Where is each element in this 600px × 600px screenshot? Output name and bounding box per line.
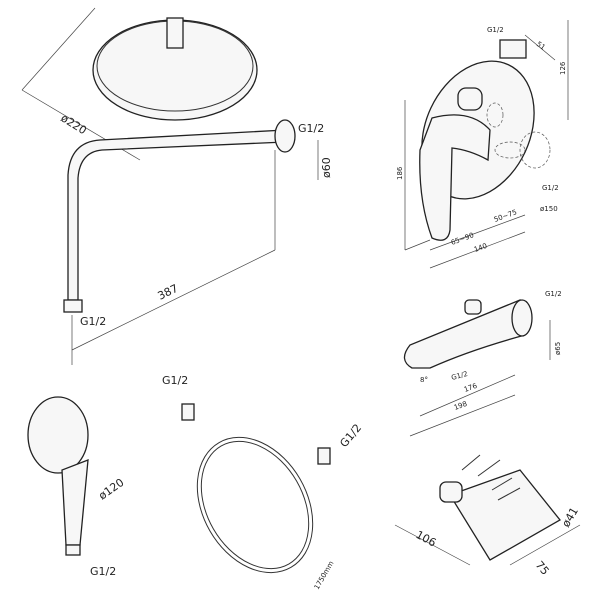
mixer-height-label: 186 bbox=[396, 166, 404, 180]
hose-top-thread-label: G1/2 bbox=[162, 374, 188, 387]
spout-bottom-thread-label: G1/2 bbox=[450, 370, 468, 382]
mixer-outlet-thread-label: G1/2 bbox=[542, 184, 559, 192]
shower-holder: 106 75 ø41 bbox=[394, 454, 581, 578]
hose-length-label: 1750mm bbox=[313, 560, 336, 591]
concealed-mixer: 186 126 G1/2 51 G1/2 ø150 50~75 65~90 14… bbox=[396, 20, 569, 269]
mixer-range1-label: 50~75 bbox=[493, 208, 518, 224]
hand-shower: ø120 G1/2 bbox=[27, 396, 126, 578]
wall-thread-label: G1/2 bbox=[80, 315, 106, 328]
shower-hose: G1/2 G1/2 1750mm bbox=[162, 374, 364, 591]
spout-length2-label: 198 bbox=[453, 400, 468, 412]
mixer-top-height-label: 126 bbox=[559, 61, 567, 75]
mixer-width-label: 140 bbox=[473, 242, 488, 254]
hand-diameter-label: ø120 bbox=[96, 476, 126, 503]
mixer-top-thread-label: G1/2 bbox=[487, 26, 504, 34]
holder-diameter-label: ø41 bbox=[559, 505, 581, 529]
hand-thread-label: G1/2 bbox=[90, 565, 116, 578]
hose-right-thread-label: G1/2 bbox=[337, 421, 364, 449]
mixer-plate-label: ø150 bbox=[540, 205, 558, 213]
mixer-range2-label: 65~90 bbox=[450, 231, 475, 247]
spout-angle-label: 8° bbox=[420, 376, 428, 384]
flange-label: ø60 bbox=[320, 157, 333, 178]
rain-diameter-label: ø220 bbox=[58, 112, 88, 138]
spout-wall-thread-label: G1/2 bbox=[545, 290, 562, 298]
shower-arm: 387 G1/2 G1/2 ø60 bbox=[63, 119, 333, 365]
arm-thread-label: G1/2 bbox=[298, 122, 324, 135]
bath-spout: ø65 G1/2 8° G1/2 176 198 bbox=[403, 290, 562, 437]
holder-width-label: 75 bbox=[533, 559, 552, 578]
arm-length-label: 387 bbox=[156, 282, 181, 303]
spout-flange-label: ø65 bbox=[554, 342, 562, 355]
mixer-depth-label: 51 bbox=[535, 40, 547, 52]
